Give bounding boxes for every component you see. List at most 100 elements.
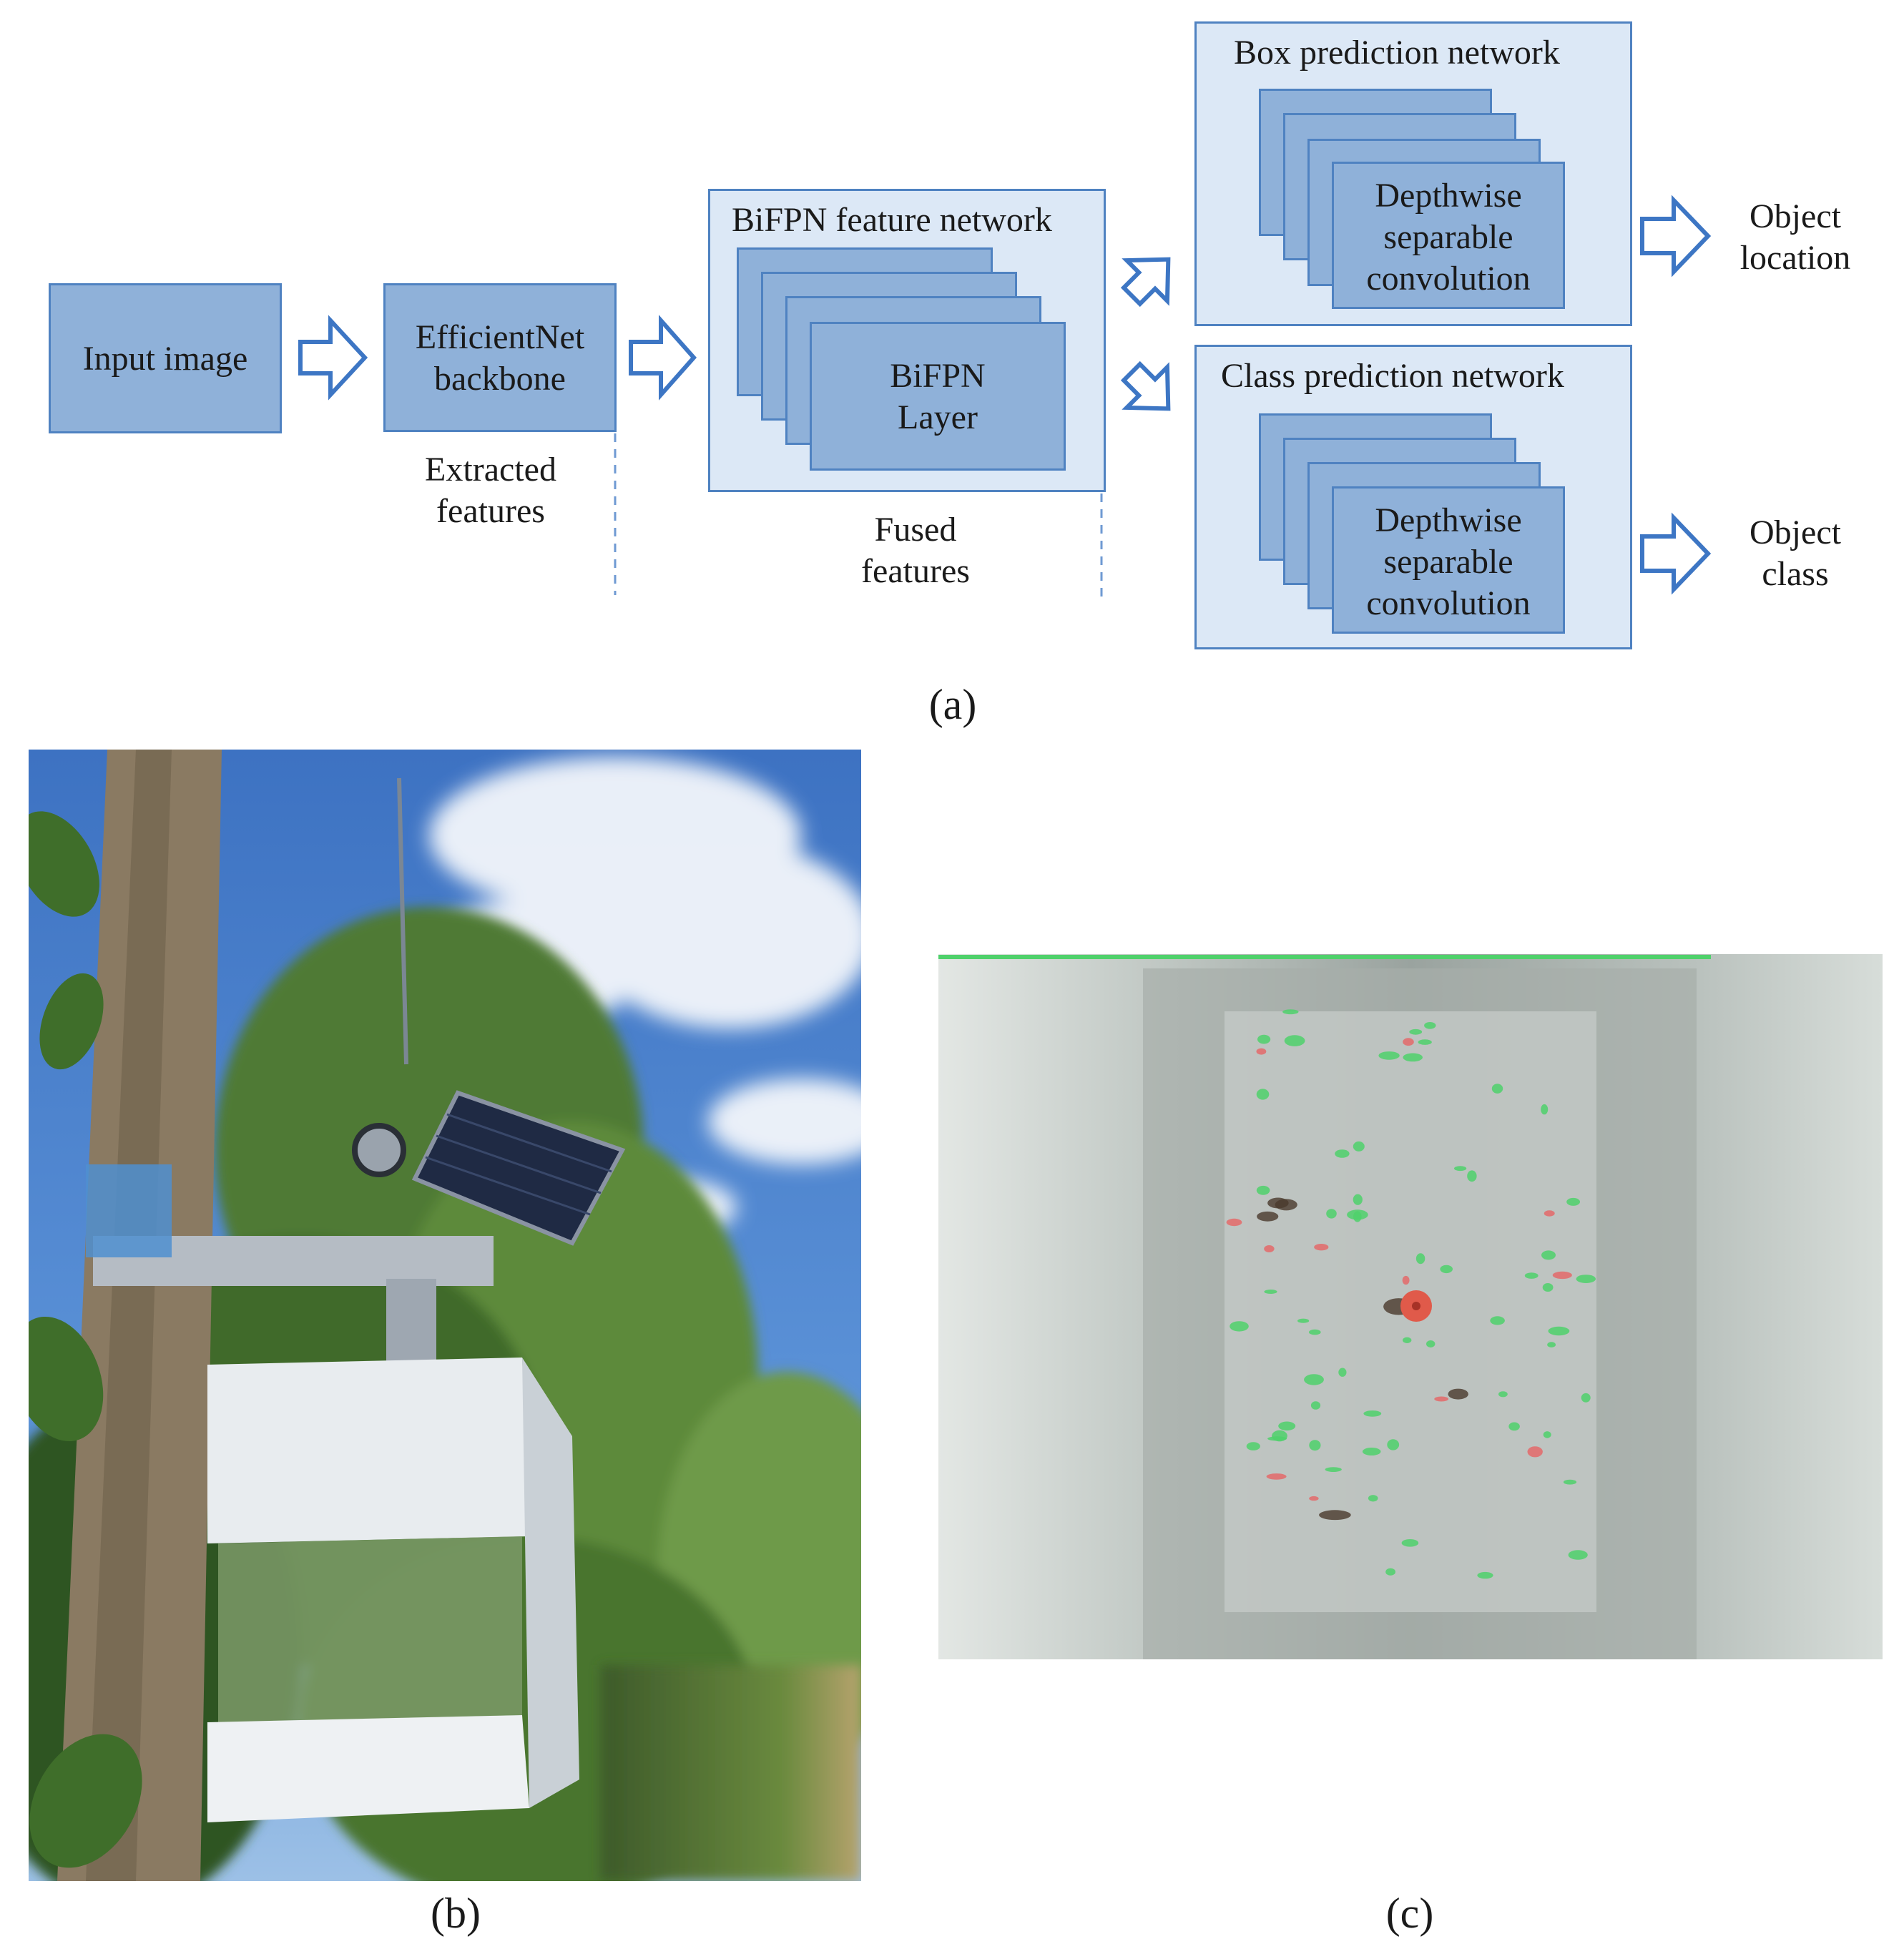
detected-insect xyxy=(1310,1401,1321,1410)
detected-insect xyxy=(1402,1275,1410,1285)
large-insect xyxy=(1319,1510,1351,1521)
class-net-line1: Depthwise xyxy=(1375,501,1522,539)
backbone-line1: EfficientNet xyxy=(415,318,585,356)
arrow-icon-to-class-net xyxy=(1120,360,1171,411)
detected-insect xyxy=(1541,1104,1549,1115)
detected-insect xyxy=(1256,1185,1270,1195)
detected-insect xyxy=(1309,1440,1321,1451)
detected-insect xyxy=(1385,1568,1395,1576)
fused-features-line2: features xyxy=(861,552,970,590)
control-box xyxy=(86,1164,172,1257)
detected-insect xyxy=(1368,1495,1378,1502)
trap-photo xyxy=(29,750,861,1881)
bifpn-layer-line2: Layer xyxy=(898,398,978,436)
detected-insect xyxy=(1403,1337,1412,1343)
detected-insect xyxy=(1440,1265,1453,1274)
detected-insect xyxy=(1491,1084,1503,1094)
detected-insect xyxy=(1403,1038,1414,1046)
detected-insect xyxy=(1272,1430,1287,1442)
detected-insect xyxy=(1467,1170,1477,1182)
arrow-icon-to-object-class xyxy=(1640,512,1712,595)
trap-window xyxy=(218,1536,522,1722)
detected-insect xyxy=(1424,1022,1436,1029)
caption-c: (c) xyxy=(1385,1890,1434,1937)
detected-insect xyxy=(1387,1439,1400,1450)
class-net-depthwise-block: Depthwise separable convolution xyxy=(1332,486,1565,634)
detected-insect xyxy=(1226,1218,1242,1227)
bifpn-title: BiFPN feature network xyxy=(732,201,1052,239)
detected-insect xyxy=(1401,1539,1419,1547)
input-image-label: Input image xyxy=(82,340,248,378)
trap-housing-bottom xyxy=(207,1715,529,1822)
mount-post xyxy=(386,1279,436,1365)
class-net-line2: separable xyxy=(1383,543,1513,581)
detected-insect xyxy=(1278,1421,1296,1431)
bifpn-layer-line1: BiFPN xyxy=(890,357,986,395)
detected-insect xyxy=(1524,1272,1539,1279)
detected-insect xyxy=(1548,1326,1570,1336)
detected-insect xyxy=(1297,1318,1310,1323)
detected-insect xyxy=(1418,1039,1432,1045)
ground xyxy=(601,1665,861,1881)
detected-insect xyxy=(1347,1209,1368,1220)
detected-insect xyxy=(1409,1028,1423,1035)
detected-insect xyxy=(1257,1034,1271,1044)
detected-insect xyxy=(1335,1149,1350,1158)
extracted-features-line2: features xyxy=(436,492,545,530)
detected-insect xyxy=(1309,1329,1321,1335)
detected-insect xyxy=(1426,1340,1436,1347)
detected-insect xyxy=(1363,1410,1382,1417)
box-net-title: Box prediction network xyxy=(1234,34,1560,72)
detected-insect xyxy=(1353,1141,1365,1152)
diagram-arrows xyxy=(298,195,1712,602)
detected-insect xyxy=(1541,1250,1556,1260)
detected-insect xyxy=(1264,1245,1275,1252)
class-net-line3: convolution xyxy=(1366,584,1531,622)
box-net-line2: separable xyxy=(1383,218,1513,256)
fused-features-line1: Fused xyxy=(874,511,957,549)
detected-insect xyxy=(1326,1209,1337,1219)
detected-insect xyxy=(1547,1342,1556,1347)
detected-insect xyxy=(1552,1271,1572,1280)
input-image-block: Input image xyxy=(49,283,282,433)
detected-insect xyxy=(1282,1009,1299,1015)
detected-insect xyxy=(1508,1422,1520,1431)
caption-a: (a) xyxy=(928,681,977,728)
detected-insect xyxy=(1454,1166,1467,1172)
detected-insect xyxy=(1544,1210,1555,1217)
detected-insect xyxy=(1304,1374,1324,1385)
detected-insect xyxy=(1338,1368,1347,1377)
detected-insect xyxy=(1568,1550,1588,1560)
caption-b: (b) xyxy=(431,1890,481,1937)
detected-insect xyxy=(1264,1290,1277,1294)
detected-insect xyxy=(1266,1473,1287,1480)
object-location-line1: Object xyxy=(1750,197,1841,235)
insect-detections xyxy=(1226,1009,1596,1579)
box-net-line1: Depthwise xyxy=(1375,177,1522,215)
detected-insect xyxy=(1309,1496,1319,1501)
detected-insect xyxy=(1498,1391,1508,1398)
detected-insect xyxy=(1490,1316,1505,1325)
detected-insect xyxy=(1527,1446,1543,1458)
arrow-icon-input-to-backbone xyxy=(298,315,368,401)
detected-insect xyxy=(1378,1051,1400,1060)
detected-insect xyxy=(1314,1244,1329,1251)
trap-housing-top xyxy=(207,1358,529,1543)
detected-insect xyxy=(1581,1393,1591,1403)
box-net-depthwise-block: Depthwise separable convolution xyxy=(1332,162,1565,309)
efficientnet-backbone-block: EfficientNet backbone xyxy=(383,283,617,432)
bifpn-layer-block: BiFPN Layer xyxy=(810,322,1066,471)
arrow-icon-to-box-net xyxy=(1120,257,1171,308)
detected-insect xyxy=(1246,1442,1260,1450)
large-insect xyxy=(1448,1388,1468,1400)
detected-insect xyxy=(1256,1048,1267,1055)
detected-insect xyxy=(1563,1479,1577,1485)
object-class-line1: Object xyxy=(1750,514,1841,551)
box-net-line3: convolution xyxy=(1366,260,1531,298)
detected-insect xyxy=(1325,1467,1342,1472)
detected-insect xyxy=(1284,1035,1305,1046)
detected-insect xyxy=(1477,1571,1493,1579)
large-insect xyxy=(1257,1211,1279,1222)
detected-insect xyxy=(1230,1321,1249,1332)
detected-insect xyxy=(1434,1396,1449,1402)
